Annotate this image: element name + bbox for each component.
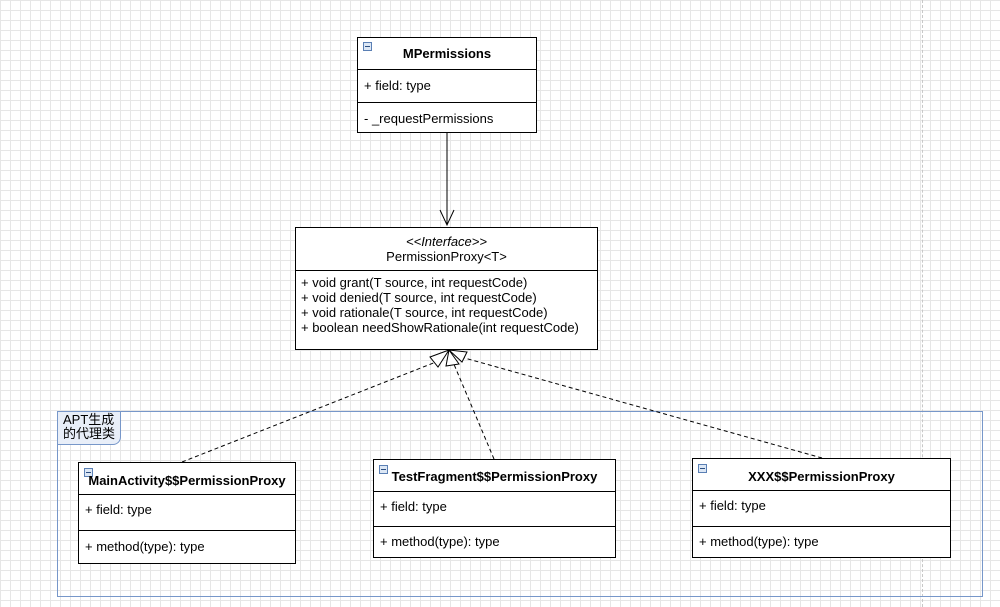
- class-xxx-proxy[interactable]: XXX$$PermissionProxy + field: type + met…: [692, 458, 951, 558]
- interface-permissionproxy[interactable]: <<Interface>> PermissionProxy<T> + void …: [295, 227, 598, 350]
- realization-line-testfragment: [452, 361, 495, 460]
- interface-header: <<Interface>> PermissionProxy<T>: [296, 228, 597, 270]
- operation-row: + method(type): type: [374, 526, 615, 557]
- association-arrowhead: [439, 209, 455, 227]
- realization-head-mainactivity: [429, 349, 451, 368]
- page-boundary: [922, 0, 923, 607]
- class-testfragment-proxy[interactable]: TestFragment$$PermissionProxy + field: t…: [373, 459, 616, 558]
- realization-head-xxx: [447, 349, 468, 363]
- class-name: MPermissions: [402, 46, 492, 61]
- operation-row: + method(type): type: [79, 530, 295, 563]
- group-label-line2: 的代理类: [63, 426, 116, 441]
- realization-line-mainactivity: [181, 359, 442, 463]
- apt-generated-group[interactable]: APT生成 的代理类: [57, 411, 983, 597]
- method-row: + void rationale(T source, int requestCo…: [301, 305, 548, 320]
- class-name: XXX$$PermissionProxy: [748, 469, 895, 484]
- collapse-icon[interactable]: [379, 465, 388, 474]
- attribute-row: + field: type: [693, 490, 950, 526]
- class-mpermissions[interactable]: MPermissions + field: type - _requestPer…: [357, 37, 537, 133]
- interface-name: PermissionProxy<T>: [386, 249, 507, 264]
- collapse-icon[interactable]: [363, 42, 372, 51]
- class-name: MainActivity$$PermissionProxy: [88, 473, 286, 488]
- operation-row: - _requestPermissions: [358, 102, 536, 132]
- realization-line-xxx: [460, 356, 823, 459]
- realization-head-testfragment: [445, 348, 460, 367]
- group-label: APT生成 的代理类: [58, 412, 122, 445]
- operation-row: + method(type): type: [693, 526, 950, 557]
- class-name: TestFragment$$PermissionProxy: [391, 469, 598, 484]
- class-mainactivity-proxy[interactable]: MainActivity$$PermissionProxy + field: t…: [78, 462, 296, 564]
- interface-stereotype: <<Interface>>: [406, 234, 487, 249]
- group-label-line1: APT生成: [63, 412, 115, 427]
- collapse-icon[interactable]: [698, 464, 707, 473]
- method-row: + void grant(T source, int requestCode): [301, 275, 528, 290]
- method-row: + void denied(T source, int requestCode): [301, 290, 537, 305]
- method-row: + boolean needShowRationale(int requestC…: [301, 320, 579, 335]
- attribute-row: + field: type: [79, 494, 295, 530]
- interface-methods: + void grant(T source, int requestCode) …: [296, 270, 597, 339]
- attribute-row: + field: type: [374, 491, 615, 526]
- attribute-row: + field: type: [358, 69, 536, 102]
- collapse-icon[interactable]: [84, 468, 93, 477]
